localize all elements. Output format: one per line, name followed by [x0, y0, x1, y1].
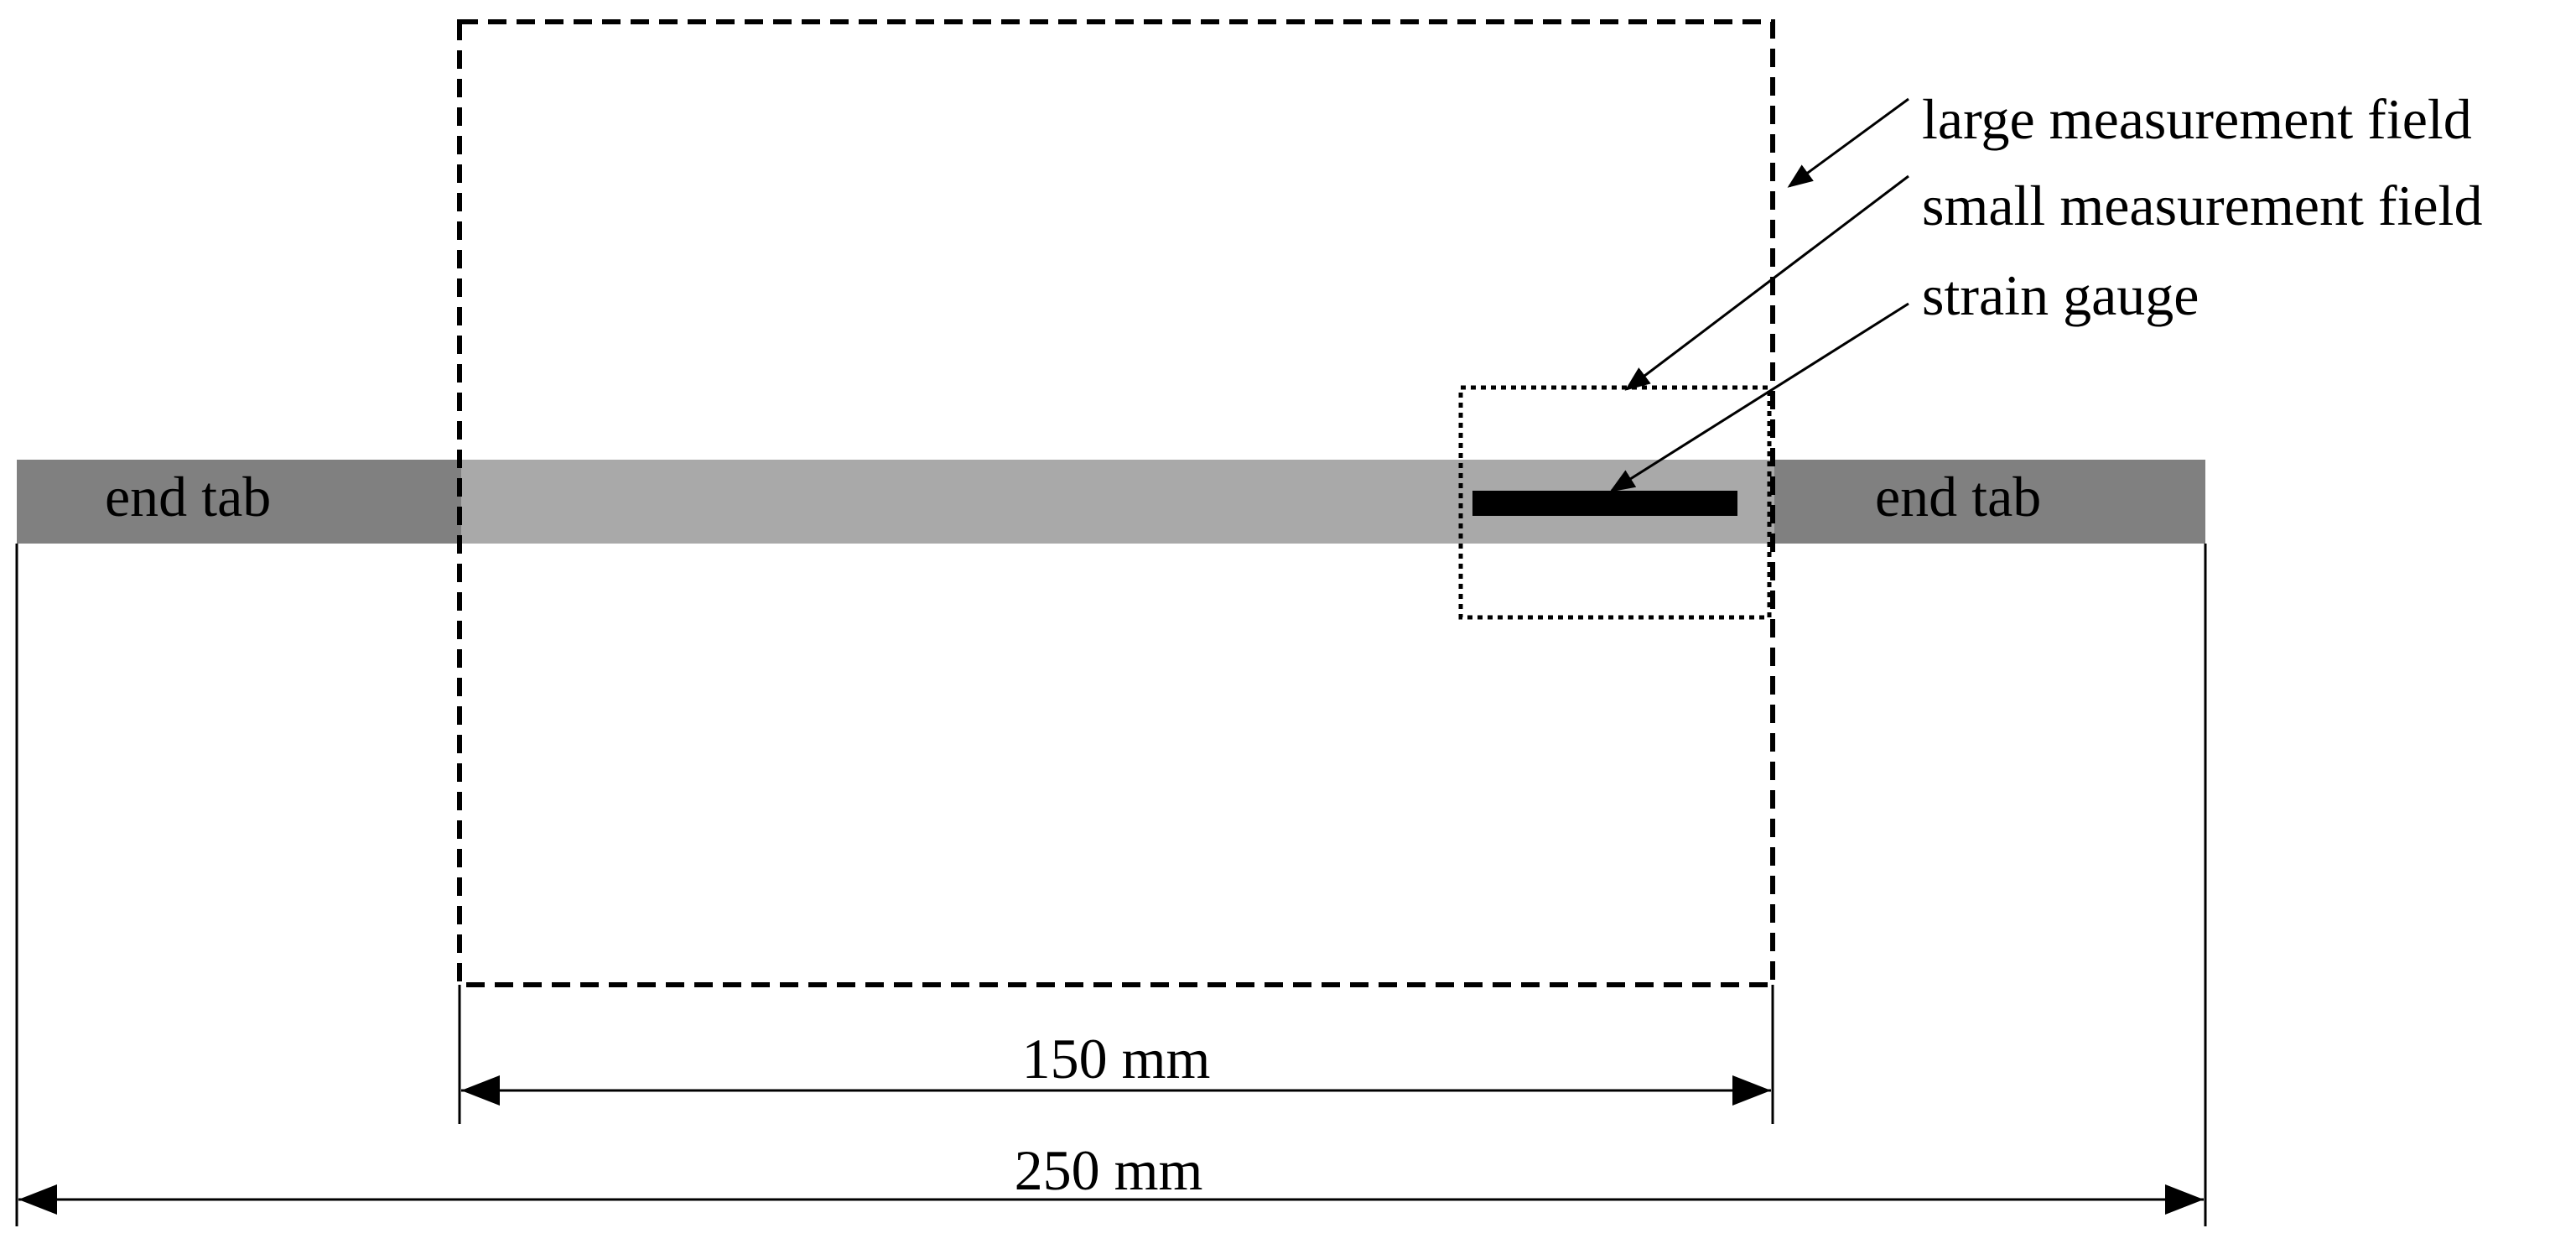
dimension-arrow-250-left — [18, 1184, 57, 1215]
large-measurement-field-label: large measurement field — [1922, 87, 2472, 151]
dimension-label-150: 150 mm — [1022, 1027, 1211, 1090]
dimension-arrow-150-left — [461, 1075, 500, 1106]
small-measurement-field-label: small measurement field — [1922, 174, 2482, 237]
end-tab-right-label: end tab — [1875, 465, 2041, 528]
dimension-label-250: 250 mm — [1015, 1138, 1203, 1202]
end-tab-left-label: end tab — [105, 465, 271, 528]
dimension-arrow-250-right — [2165, 1184, 2204, 1215]
small-measurement-field — [1458, 385, 1772, 620]
strain-gauge-leader — [1609, 302, 1909, 492]
large-field-leader — [1787, 97, 1909, 188]
strain-gauge-label: strain gauge — [1922, 263, 2199, 327]
strain-gauge — [1472, 491, 1737, 516]
large-measurement-field — [457, 19, 1775, 987]
small-field-leader — [1624, 174, 1909, 391]
end-tab-left — [17, 460, 461, 544]
dimension-arrow-150-right — [1732, 1075, 1771, 1106]
end-tab-right — [1774, 460, 2205, 544]
